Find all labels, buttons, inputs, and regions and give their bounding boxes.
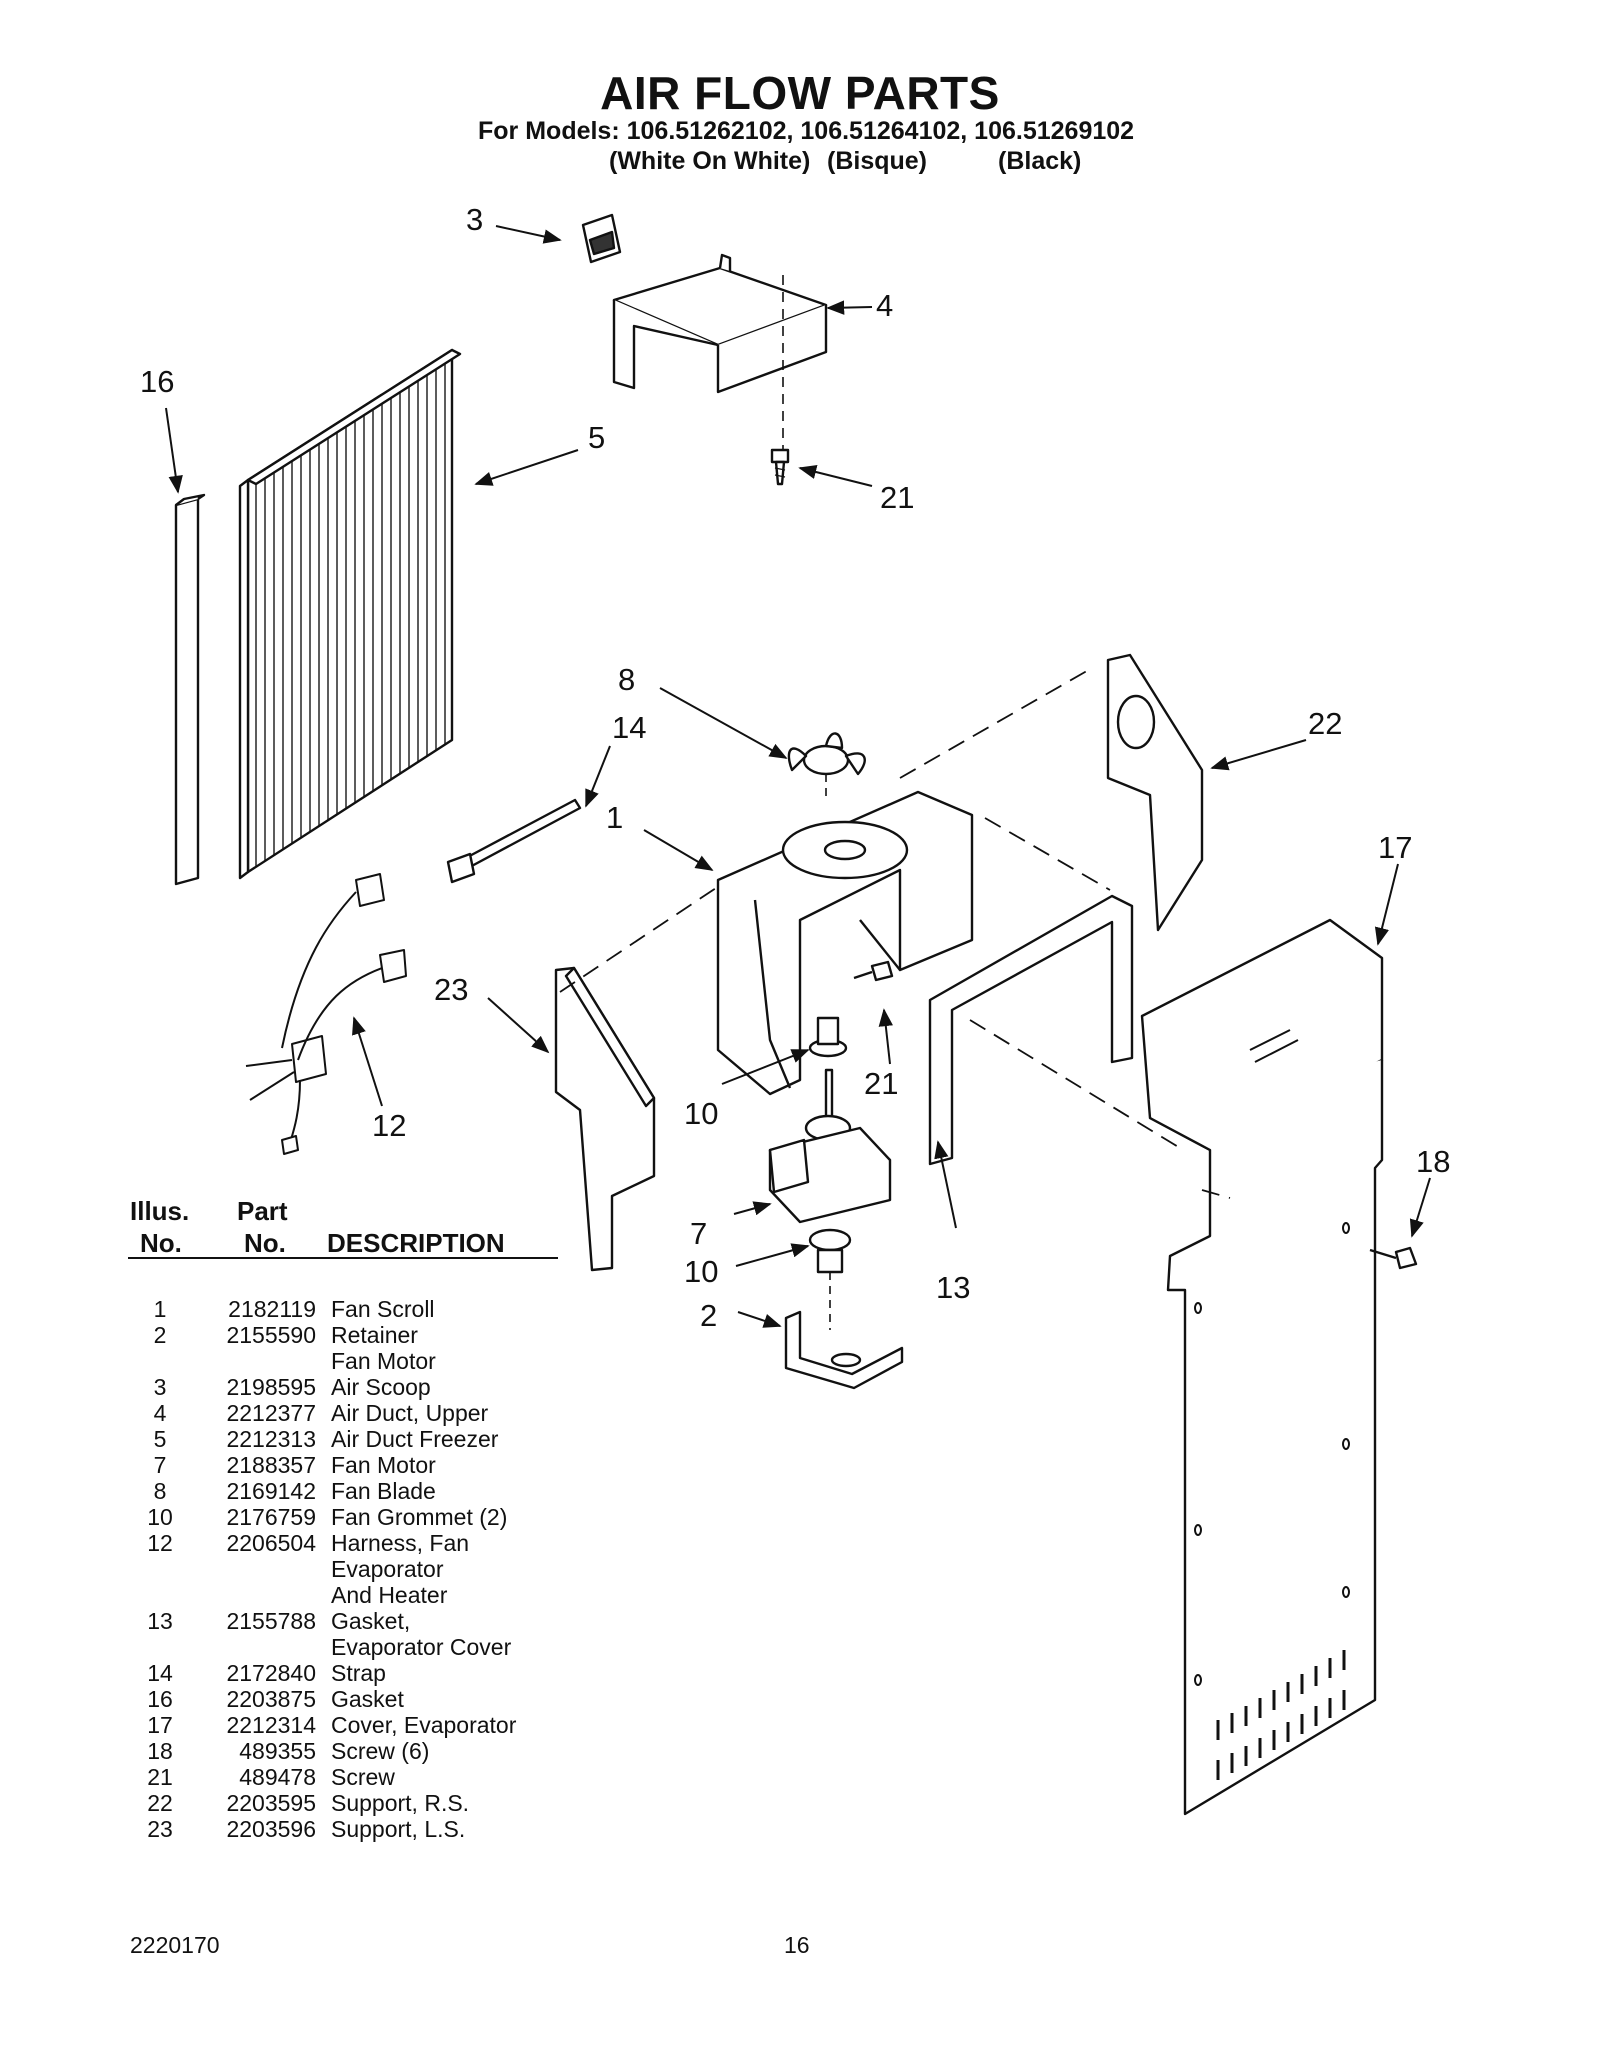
model-numbers: For Models: 106.51262102, 106.51264102, …	[478, 117, 1135, 145]
upper-air-duct-part	[612, 253, 828, 450]
callout-21-middle: 21	[864, 1066, 898, 1101]
callout-2: 2	[700, 1298, 717, 1333]
page-number: 16	[784, 1932, 810, 1958]
callout-1: 1	[606, 800, 623, 835]
air-scoop-part	[581, 213, 622, 264]
header-illus-no: No.	[140, 1228, 182, 1258]
callout-3: 3	[466, 202, 483, 237]
page-title: AIR FLOW PARTS	[600, 67, 1000, 119]
retainer-part	[784, 1310, 904, 1390]
gasket-strip-part	[174, 493, 206, 886]
callout-14: 14	[612, 710, 646, 745]
callout-4: 4	[876, 288, 893, 323]
screw-middle-part	[853, 960, 894, 982]
callout-7: 7	[690, 1216, 707, 1251]
table-rule	[128, 1257, 558, 1259]
document-number: 2220170	[130, 1932, 220, 1958]
assembly-lines	[559, 667, 1231, 1199]
air-duct-freezer-part	[238, 348, 462, 880]
color-bisque: (Bisque)	[827, 147, 927, 175]
callout-5: 5	[588, 420, 605, 455]
fan-grommet-lower-part	[808, 1228, 852, 1330]
screw-18-part	[1369, 1246, 1418, 1270]
header-part: Part	[237, 1196, 288, 1226]
color-white-on-white: (White On White)	[609, 147, 811, 175]
leader-arrows	[165, 225, 1431, 1328]
header-illus: Illus.	[130, 1196, 190, 1226]
harness-part	[245, 873, 407, 1155]
callout-10-lower: 10	[684, 1254, 718, 1289]
header-description: DESCRIPTION	[327, 1228, 505, 1258]
callout-16: 16	[140, 364, 174, 399]
callout-18: 18	[1416, 1144, 1450, 1179]
color-black: (Black)	[998, 147, 1082, 175]
fan-blade-part	[787, 732, 866, 800]
callout-13: 13	[936, 1270, 970, 1305]
callout-labels: 3 4 16 5 21 8 14 22 1 17 23 21 12 10 18 …	[140, 202, 1450, 1333]
callout-21-top: 21	[880, 480, 914, 515]
fan-scroll-part	[716, 790, 974, 1096]
callout-22: 22	[1308, 706, 1342, 741]
support-rs-part	[1106, 653, 1204, 932]
callout-17: 17	[1378, 830, 1412, 865]
callout-10-upper: 10	[684, 1096, 718, 1131]
strap-part	[446, 798, 582, 884]
callout-12: 12	[372, 1108, 406, 1143]
cover-evaporator-part	[1140, 918, 1384, 1816]
header-part-no: No.	[244, 1228, 286, 1258]
screw-top-part	[770, 448, 790, 486]
fan-grommet-upper-part	[808, 1016, 848, 1058]
callout-23: 23	[434, 972, 468, 1007]
callout-8: 8	[618, 662, 635, 697]
support-ls-part	[554, 966, 656, 1272]
fan-motor-part	[768, 1068, 892, 1224]
